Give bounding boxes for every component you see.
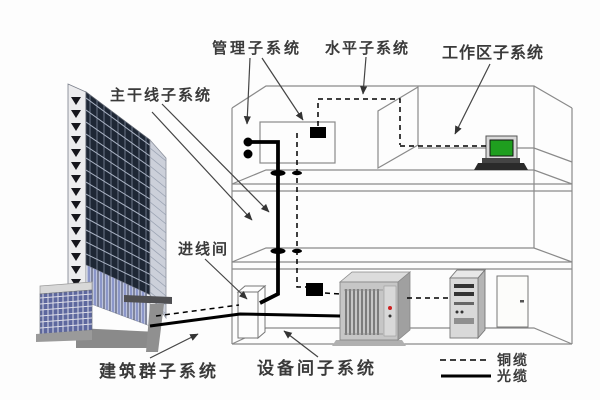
label-equipment-subsystem: 设备间子系统 bbox=[257, 358, 377, 379]
optical-cables bbox=[149, 140, 341, 328]
leader-horizontal bbox=[360, 56, 368, 95]
leader-equipment bbox=[283, 330, 319, 358]
backbone-riser-cable bbox=[252, 140, 280, 305]
horizontal-subsystem-cable bbox=[317, 98, 401, 145]
annex-building bbox=[36, 281, 93, 342]
riser-node-dot bbox=[243, 149, 253, 159]
building-photo-icon bbox=[36, 83, 172, 352]
label-entrance-room: 进线间 bbox=[178, 240, 229, 258]
leader-backbone-b bbox=[151, 111, 253, 221]
legend: 铜缆 光缆 bbox=[440, 352, 529, 385]
balcony-triangles bbox=[71, 97, 81, 287]
leader-entrance bbox=[204, 258, 248, 300]
side-window-grid bbox=[150, 147, 166, 315]
building-side-face bbox=[149, 138, 167, 320]
leader-campus bbox=[149, 333, 199, 359]
door-icon bbox=[496, 275, 529, 328]
rack-indicator-led bbox=[388, 306, 392, 310]
label-horizontal-subsystem: 水平子系统 bbox=[325, 39, 410, 57]
campus-copper-cable bbox=[155, 304, 240, 317]
label-campus-subsystem: 建筑群子系统 bbox=[99, 361, 219, 382]
tower-pc-icon bbox=[449, 268, 486, 340]
floor-slab-upper bbox=[231, 169, 573, 192]
legend-optical-label: 光缆 bbox=[496, 368, 529, 385]
keyboard bbox=[474, 163, 528, 170]
riser-node-dot bbox=[243, 137, 253, 147]
floor-slab-lower bbox=[231, 247, 573, 270]
building-base bbox=[76, 328, 158, 348]
label-backbone-subsystem: 主干线子系统 bbox=[110, 86, 212, 104]
campus-optical-cable bbox=[149, 312, 341, 328]
patch-panel-icon bbox=[306, 283, 323, 296]
leader-backbone-a bbox=[161, 103, 270, 213]
workarea-floor bbox=[418, 147, 573, 163]
label-management-subsystem: 管理子系统 bbox=[212, 39, 302, 57]
workstation-icon bbox=[474, 135, 528, 170]
cable-nodes bbox=[243, 127, 326, 296]
patch-panel-icon bbox=[310, 127, 326, 138]
partition-wall bbox=[377, 85, 419, 170]
legend-copper-label: 铜缆 bbox=[497, 352, 529, 369]
rack-card-slots bbox=[344, 289, 383, 335]
door-handle bbox=[520, 300, 524, 303]
leader-management-a bbox=[243, 57, 251, 125]
copper-cables bbox=[155, 98, 487, 317]
copper-riser-cable bbox=[296, 133, 306, 288]
leader-workarea bbox=[454, 63, 491, 135]
leader-management-b bbox=[261, 57, 304, 121]
pbx-rack-icon bbox=[332, 271, 412, 346]
building-canopy bbox=[124, 295, 172, 304]
monitor-screen bbox=[489, 139, 514, 157]
leader-arrows bbox=[149, 56, 491, 359]
label-workarea-subsystem: 工作区子系统 bbox=[442, 43, 544, 62]
roof-edges bbox=[231, 85, 573, 109]
